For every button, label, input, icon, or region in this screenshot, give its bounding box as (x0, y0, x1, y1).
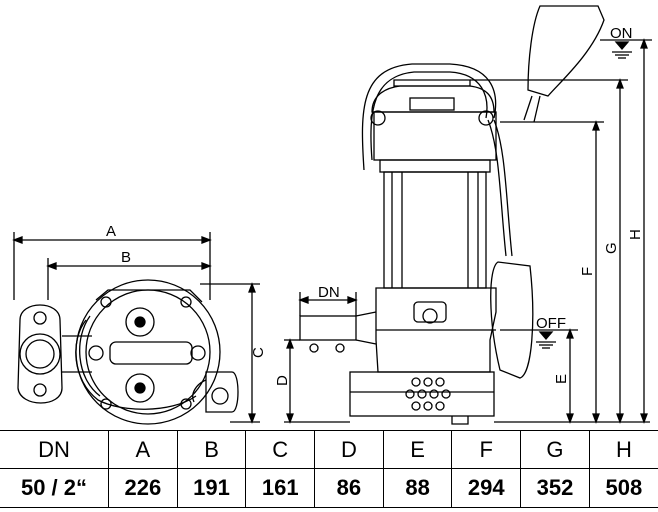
value-c: 161 (245, 468, 316, 508)
label-d: D (274, 375, 291, 386)
table-values-row: 50 / 2“ 226 191 161 86 88 294 352 508 (0, 468, 658, 508)
dimension-c (200, 282, 260, 424)
dimension-b (46, 258, 212, 300)
pump-top-view (17, 279, 239, 425)
header-c: C (245, 430, 316, 469)
dimension-g (470, 78, 628, 424)
pump-side-view (299, 5, 605, 425)
header-e: E (382, 430, 453, 469)
dimension-f (500, 120, 604, 424)
label-g: G (603, 242, 620, 254)
label-dn: DN (318, 284, 340, 301)
label-c: C (250, 347, 267, 358)
table-header-row: DN A B C D E F G H (0, 430, 658, 469)
water-level-off-symbol (536, 331, 556, 349)
label-h: H (627, 229, 644, 240)
header-b: B (176, 430, 247, 469)
header-d: D (314, 430, 384, 469)
value-dn: 50 / 2“ (0, 468, 109, 508)
value-e: 88 (382, 468, 453, 508)
dimension-e (494, 328, 650, 424)
dimensions-table: DN A B C D E F G H 50 / 2“ 226 191 161 8… (0, 430, 658, 508)
value-d: 86 (314, 468, 384, 508)
dimension-a (12, 232, 212, 300)
label-b: B (121, 249, 131, 266)
water-level-on-symbol (612, 41, 632, 59)
value-f: 294 (451, 468, 522, 508)
value-b: 191 (176, 468, 247, 508)
dimension-dn (298, 292, 358, 316)
value-g: 352 (520, 468, 590, 508)
header-dn: DN (0, 430, 109, 469)
label-f: F (579, 267, 596, 276)
dimension-h (600, 38, 652, 424)
header-a: A (108, 430, 178, 469)
dimension-d (284, 338, 350, 424)
value-h: 508 (588, 468, 658, 508)
label-off: OFF (536, 315, 566, 332)
label-a: A (106, 223, 116, 240)
header-h: H (588, 430, 658, 469)
header-f: F (451, 430, 522, 469)
header-g: G (520, 430, 590, 469)
value-a: 226 (108, 468, 178, 508)
label-on: ON (610, 25, 633, 42)
label-e: E (553, 374, 570, 384)
pump-technical-drawing: A B C DN D E F G H ON OFF (12, 5, 652, 425)
